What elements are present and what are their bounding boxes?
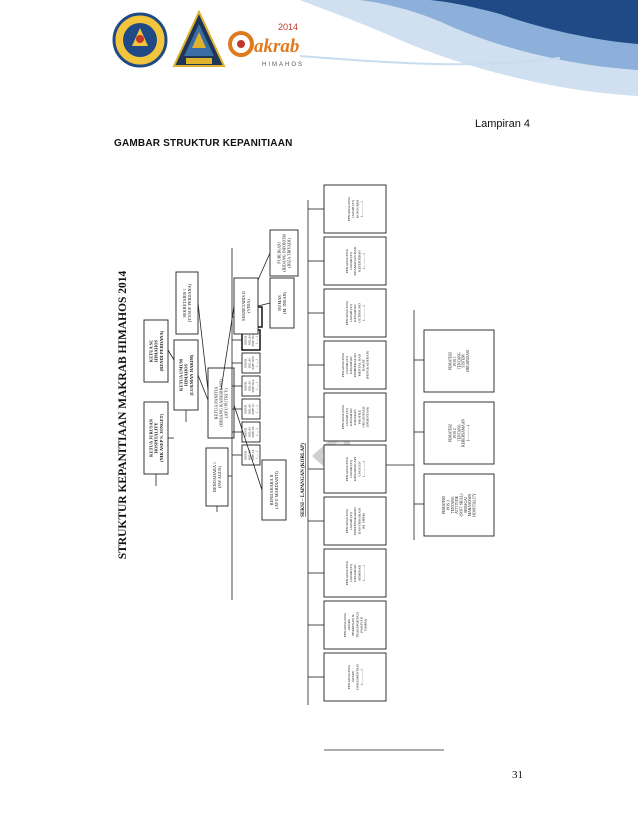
svg-text:BENDAHARA II(AYU MARDIANTI): BENDAHARA II(AYU MARDIANTI) <box>269 471 279 509</box>
svg-text:KETUA JURUSANHOSPITALITY(NIK A: KETUA JURUSANHOSPITALITY(NIK ASEP S. JON… <box>148 413 164 462</box>
svg-text:PEMATERIPOS 3TENTANGATTITUDE(S: PEMATERIPOS 3TENTANGATTITUDE(SOFT SKILL)… <box>442 493 477 517</box>
svg-text:PENANGGUNGJAWAB (PJ)KEGIATANPA: PENANGGUNGJAWAB (PJ)KEGIATANPAPARANPROFI… <box>341 404 370 429</box>
connector-line <box>257 252 271 281</box>
svg-text:BEND.KELASSMT I A(.......): BEND.KELASSMT I A(.......) <box>244 449 259 461</box>
box-pj-1: PENANGGUNGJAWABDOKUMENTASI(.............… <box>323 652 387 702</box>
svg-text:PENANGGUNGJAWAB (PJ)KEGIATANPE: PENANGGUNGJAWAB (PJ)KEGIATANPEMBEKALANME… <box>341 350 370 379</box>
connector-line <box>197 302 209 391</box>
svg-text:PENANGGUNGJAWABDOKUMENTASI(...: PENANGGUNGJAWABDOKUMENTASI(.............… <box>347 663 363 689</box>
svg-text:2014: 2014 <box>278 22 298 32</box>
header-wave-graphic <box>299 0 638 96</box>
svg-text:PENANGGUNGJAWAB (PJ)PERLENGKAP: PENANGGUNGJAWAB (PJ)PERLENGKAPANDAN DEKO… <box>345 507 366 535</box>
lampiran-label: Lampiran 4 <box>474 118 530 130</box>
box-pj-6: PENANGGUNGJAWAB (PJ)KEGIATANPAPARANPROFI… <box>323 392 387 442</box>
svg-text:PENANGGUNGJAWAB (PJ)KEAMANAN D: PENANGGUNGJAWAB (PJ)KEAMANAN DANKETERTIB… <box>345 246 366 275</box>
box-pj-7: PENANGGUNGJAWAB (PJ)KEGIATANPEMBEKALANME… <box>323 340 387 390</box>
svg-text:BEND.KELASSMT I B(.......): BEND.KELASSMT I B(.......) <box>244 427 259 438</box>
svg-text:BEND.KELASSMT III A(.......): BEND.KELASSMT III A(.......) <box>244 333 259 347</box>
connector-line <box>233 404 263 491</box>
box-class-treasurer-3: BEND.KELASSMT I C(.......) <box>241 398 261 420</box>
svg-text:SEKSI – LAPANGAN (KORLAP): SEKSI – LAPANGAN (KORLAP) <box>301 443 306 517</box>
box-class-treasurer-4: BEND.KELASSMT III A(.......) <box>241 375 261 397</box>
chart-title: STRUKTUR KEPANITIAAN MAKRAB HIMAHOS 2014 <box>117 270 129 559</box>
figure-title: GAMBAR STRUKTUR KEPANITIAAN <box>114 138 293 149</box>
connector-line <box>257 302 271 307</box>
box-class-treasurer-1: BEND.KELASSMT I A(.......) <box>241 444 261 466</box>
svg-text:akrab: akrab <box>254 36 299 57</box>
box-pj-4: PENANGGUNGJAWAB (PJ)PERLENGKAPANDAN DEKO… <box>323 496 387 546</box>
svg-text:KETUA UMUMHIMAHOS(LUKMAN HAKIM: KETUA UMUMHIMAHOS(LUKMAN HAKIM) <box>178 354 194 395</box>
box-pemateri-3: PEMATERIPOS 3TENTANGATTITUDE(SOFT SKILL)… <box>423 473 495 537</box>
org-chart-svg: STRUKTUR KEPANITIAAN MAKRAB HIMAHOS 2014… <box>117 184 495 751</box>
svg-text:PENANGGUNGJAWABPERIJINAN &TRAN: PENANGGUNGJAWABPERIJINAN &TRANSPORTASI(W… <box>343 611 368 637</box>
box-sekretaris-1: SEKRETARIS 1(YUSUF PERDANA) <box>175 271 199 335</box>
svg-text:HUMAS(M. INSAN): HUMAS(M. INSAN) <box>277 291 287 314</box>
box-pj-3: PENANGGUNGJAWAB (PJ)KEGIATANSEMINAR(....… <box>323 548 387 598</box>
university-seal-logo <box>112 12 168 68</box>
svg-text:SEKRETARIS II(VIRA): SEKRETARIS II(VIRA) <box>241 291 251 321</box>
connector-line <box>220 305 235 391</box>
svg-text:PENANGGUNGJAWAB (PJ)KEGIATAN A: PENANGGUNGJAWAB (PJ)KEGIATAN APIUNGGUN(.… <box>345 456 366 481</box>
org-chart: STRUKTUR KEPANITIAAN MAKRAB HIMAHOS 2014… <box>114 160 534 760</box>
svg-text:PENANGGUNGJAWAB (PJ)KONSUMSI(.: PENANGGUNGJAWAB (PJ)KONSUMSI(...........… <box>347 196 363 221</box>
box-publikasi: PUBLIKASI(BIDANG INFOKOM(RIZA TRIYADI) <box>269 229 299 277</box>
box-pj-9: PENANGGUNGJAWAB (PJ)KEAMANAN DANKETERTIB… <box>323 236 387 286</box>
box-bendahara-2: BENDAHARA II(AYU MARDIANTI) <box>261 459 287 521</box>
svg-text:KETUA PANITIA(BIDANG KADERISAS: KETUA PANITIA(BIDANG KADERISASI)(AYU PUT… <box>213 379 228 427</box>
box-sekretaris-2: SEKRETARIS II(VIRA) <box>233 277 259 335</box>
box-pemateri-2: PEMATERIPOS 2TENTANGKEBERSAMAAN(........… <box>423 401 495 465</box>
connector-line <box>197 374 209 401</box>
svg-text:SEKRETARIS 1(YUSUF PERDANA): SEKRETARIS 1(YUSUF PERDANA) <box>182 283 192 322</box>
svg-text:PENANGGUNGJAWAB (PJ)KEGIATANOU: PENANGGUNGJAWAB (PJ)KEGIATANOUTBOUND(...… <box>345 300 366 325</box>
box-class-treasurer-2: BEND.KELASSMT I B(.......) <box>241 421 261 443</box>
svg-text:PENANGGUNGJAWAB (PJ)KEGIATANSE: PENANGGUNGJAWAB (PJ)KEGIATANSEMINAR(....… <box>345 560 366 585</box>
box-pj-2: PENANGGUNGJAWABPERIJINAN &TRANSPORTASI(W… <box>323 600 387 650</box>
box-pj-8: PENANGGUNGJAWAB (PJ)KEGIATANOUTBOUND(...… <box>323 288 387 338</box>
box-pj-5: PENANGGUNGJAWAB (PJ)KEGIATAN APIUNGGUN(.… <box>323 444 387 494</box>
svg-text:PEMATERIPOS 1TENTANGSISTEMORGA: PEMATERIPOS 1TENTANGSISTEMORGANISASI <box>449 349 470 372</box>
svg-text:KETUA SCHIMAHOS(RENDI PERDANA): KETUA SCHIMAHOS(RENDI PERDANA) <box>148 330 164 371</box>
header-band: akrab 2014 HIMAHOS <box>0 0 638 96</box>
svg-text:BEND.KELASSMT I C(.......): BEND.KELASSMT I C(.......) <box>244 404 259 415</box>
box-ketua-jurusan: KETUA JURUSANHOSPITALITY(NIK ASEP S. JON… <box>143 401 169 475</box>
seksi-lapangan-label: SEKSI – LAPANGAN (KORLAP) <box>301 443 306 517</box>
box-bendahara-1: BENDAHARA 1(SW AGUS) <box>205 447 229 507</box>
svg-text:BENDAHARA 1(SW AGUS): BENDAHARA 1(SW AGUS) <box>212 462 222 492</box>
svg-text:STRUKTUR KEPANITIAAN MAKRAB HI: STRUKTUR KEPANITIAAN MAKRAB HIMAHOS 2014 <box>117 270 129 559</box>
svg-text:BEND.KELASSMT III B(.......): BEND.KELASSMT III B(.......) <box>244 356 259 369</box>
himahos-mountain-logo <box>172 10 226 67</box>
box-ketua-panitia: KETUA PANITIA(BIDANG KADERISASI)(AYU PUT… <box>207 367 235 439</box>
svg-text:PUBLIKASI(BIDANG INFOKOM(RIZA: PUBLIKASI(BIDANG INFOKOM(RIZA TRIYADI) <box>277 234 292 272</box>
box-ketua-sc: KETUA SCHIMAHOS(RENDI PERDANA) <box>143 319 169 383</box>
svg-text:HIMAHOS: HIMAHOS <box>262 62 304 68</box>
box-pj-10: PENANGGUNGJAWAB (PJ)KONSUMSI(...........… <box>323 184 387 234</box>
box-humas: HUMAS(M. INSAN) <box>269 277 295 329</box>
svg-text:PEMATERIPOS 2TENTANGKEBERSAMAA: PEMATERIPOS 2TENTANGKEBERSAMAAN(........… <box>449 419 470 447</box>
svg-text:BEND.KELASSMT III A(.......): BEND.KELASSMT III A(.......) <box>244 379 259 393</box>
connector-line <box>167 349 175 361</box>
box-ketua-umum: KETUA UMUMHIMAHOS(LUKMAN HAKIM) <box>173 339 199 411</box>
makrab-2014-logo: akrab 2014 HIMAHOS <box>228 18 308 72</box>
page-number: 31 <box>512 769 523 781</box>
box-class-treasurer-5: BEND.KELASSMT III B(.......) <box>241 352 261 374</box>
box-pemateri-1: PEMATERIPOS 1TENTANGSISTEMORGANISASI <box>423 329 495 393</box>
